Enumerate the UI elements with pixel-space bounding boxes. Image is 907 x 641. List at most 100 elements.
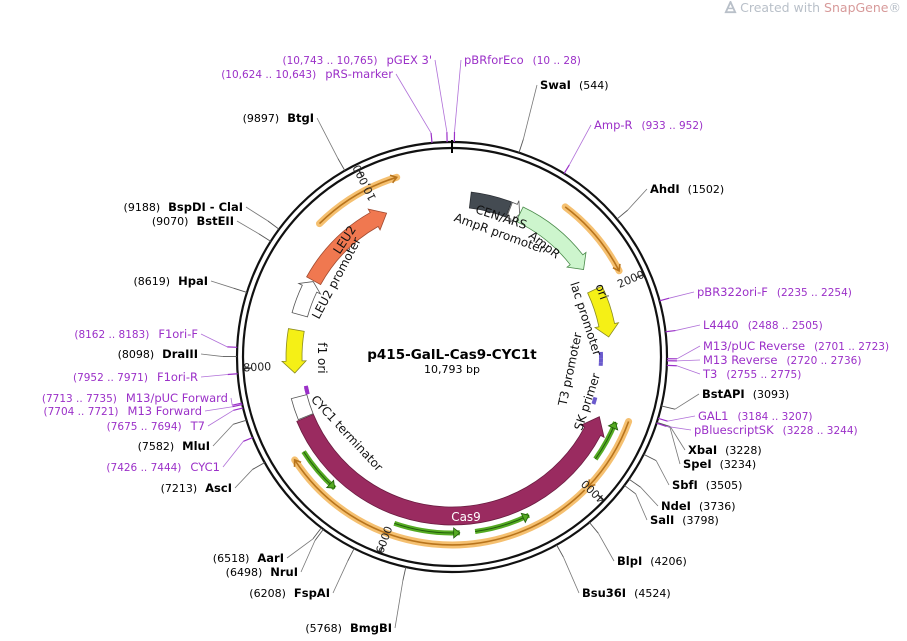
watermark-brand: SnapGene <box>824 0 888 15</box>
primer-label[interactable]: M13 Reverse(2720 .. 2736) <box>703 353 861 367</box>
primer-leader-line <box>668 416 695 421</box>
primer-range: (7426 .. 7444) <box>106 462 181 474</box>
primer-name: M13 Forward <box>128 404 202 418</box>
enzyme-label[interactable]: (7582)MluI <box>138 439 210 453</box>
enzyme-label[interactable]: Bsu36I(4524) <box>582 586 671 600</box>
enzyme-label[interactable]: (8619)HpaI <box>134 274 208 288</box>
enzyme-name: FspAI <box>294 586 330 600</box>
primer-label[interactable]: (7704 .. 7721)M13 Forward <box>44 404 202 418</box>
enzyme-position: (7213) <box>161 482 198 495</box>
enzyme-name: BlpI <box>617 554 642 568</box>
small-primer-mark <box>304 386 309 392</box>
primer-range: (10,743 .. 10,765) <box>282 55 377 67</box>
primer-label[interactable]: GAL1(3184 .. 3207) <box>698 409 813 423</box>
primer-label[interactable]: (7713 .. 7735)M13/pUC Forward <box>42 391 228 405</box>
enzyme-leader-line <box>670 427 680 464</box>
f1-ori-feature[interactable] <box>282 329 306 373</box>
enzyme-name: NruI <box>270 565 298 579</box>
enzyme-position: (3736) <box>699 500 736 513</box>
primer-leader-line <box>208 410 233 426</box>
primer-label[interactable]: (10,624 .. 10,643)pRS-marker <box>221 67 393 81</box>
primer-label[interactable]: (7426 .. 7444)CYC1 <box>106 460 220 474</box>
enzyme-site-tick <box>259 234 271 242</box>
enzyme-name: BstAPI <box>702 387 745 401</box>
primer-label[interactable]: M13/pUC Reverse(2701 .. 2723) <box>703 339 889 353</box>
enzyme-position: (4524) <box>634 587 671 600</box>
enzyme-leader-line <box>395 581 403 628</box>
primer-leader-line <box>223 441 243 467</box>
primer-label[interactable]: (7675 .. 7694) T7 <box>107 419 205 433</box>
enzyme-site-tick <box>624 485 635 493</box>
enzyme-label[interactable]: SpeI(3234) <box>683 457 756 471</box>
enzyme-name: AarI <box>257 551 284 565</box>
enzyme-label[interactable]: SalI(3798) <box>650 513 719 527</box>
enzyme-site-tick <box>661 406 675 409</box>
primer-range: (2235 .. 2254) <box>777 287 852 299</box>
enzyme-label[interactable]: SbfI (3505) <box>672 478 742 492</box>
primer-label[interactable]: Amp-R(933 .. 952) <box>594 118 703 132</box>
enzyme-position: (5768) <box>305 622 342 635</box>
primer-label[interactable]: (7952 .. 7971) F1ori-R <box>73 370 198 384</box>
enzyme-label[interactable]: (9897)BtgI <box>243 111 314 125</box>
primer-leader-line <box>231 398 232 405</box>
primer-leader-line <box>677 346 700 359</box>
enzyme-label[interactable]: NdeI(3736) <box>661 499 736 513</box>
primer-label[interactable]: pBluescriptSK(3228 .. 3244) <box>694 423 858 437</box>
enzyme-site-tick <box>644 454 656 460</box>
enzyme-label[interactable]: XbaI(3228) <box>688 443 762 457</box>
snapgene-watermark: Created with SnapGene® <box>724 0 901 15</box>
primer-label[interactable]: L4440(2488 .. 2505) <box>703 318 823 332</box>
enzyme-label[interactable]: (6498) NruI <box>226 565 298 579</box>
enzyme-site-tick <box>253 463 265 470</box>
enzyme-name: AscI <box>205 481 232 495</box>
enzyme-leader-line <box>213 424 233 446</box>
enzyme-position: (8619) <box>134 275 171 288</box>
enzyme-label[interactable]: AhdI(1502) <box>650 182 724 196</box>
enzyme-site-tick <box>338 158 345 170</box>
primer-range: (7675 .. 7694) <box>107 421 182 433</box>
primer-label[interactable]: pBRforEco(10 .. 28) <box>464 53 581 67</box>
plasmid-length: 10,793 bp <box>424 363 480 376</box>
primer-label[interactable]: T3(2755 .. 2775) <box>702 367 801 381</box>
snapgene-logo-icon <box>724 1 737 14</box>
enzyme-label[interactable]: (6518)AarI <box>213 551 284 565</box>
enzyme-position: (3505) <box>706 479 743 492</box>
primer-label[interactable]: (8162 .. 8183)F1ori-F <box>74 327 198 341</box>
enzyme-label[interactable]: (5768)BmgBI <box>305 621 392 635</box>
primer-leader-line <box>201 334 227 347</box>
enzyme-label[interactable]: (8098)DraIII <box>118 347 198 361</box>
enzyme-name: SbfI <box>672 478 698 492</box>
primer-name: GAL1 <box>698 409 729 423</box>
enzyme-position: (6498) <box>226 566 263 579</box>
watermark-prefix: Created with <box>740 0 824 15</box>
enzyme-label[interactable]: (7213) AscI <box>161 481 232 495</box>
enzyme-position: (4206) <box>650 555 687 568</box>
primer-leader-line <box>201 375 228 377</box>
enzyme-label[interactable]: BlpI (4206) <box>617 554 687 568</box>
primer-name: T7 <box>190 419 205 433</box>
enzyme-label[interactable]: (9070)BstEII <box>152 214 234 228</box>
enzyme-site-tick <box>234 288 247 292</box>
primer-label[interactable]: pBR322ori-F(2235 .. 2254) <box>697 285 852 299</box>
primer-site-tick <box>658 418 668 421</box>
primer-label[interactable]: (10,743 .. 10,765)pGEX 3' <box>282 53 432 67</box>
primer-name: F1ori-R <box>157 370 198 384</box>
primer-leader-line <box>675 325 700 331</box>
feature-label-cas9: Cas9 <box>451 510 481 524</box>
enzyme-label[interactable]: (9188)BspDI - ClaI <box>124 200 243 214</box>
primer-range: (10,624 .. 10,643) <box>221 69 316 81</box>
enzyme-leader-line <box>201 354 223 357</box>
enzyme-label[interactable]: SwaI(544) <box>540 78 609 92</box>
primer-name: T3 <box>702 367 717 381</box>
enzyme-label[interactable]: BstAPI(3093) <box>702 387 789 401</box>
enzyme-label[interactable]: (6208)FspAI <box>249 586 330 600</box>
primer-site-tick <box>666 331 676 332</box>
enzyme-position: (9188) <box>124 201 161 214</box>
small-primer-mark <box>599 359 603 363</box>
enzyme-site-tick <box>617 210 628 219</box>
primer-range: (7952 .. 7971) <box>73 372 148 384</box>
primer-site-tick <box>660 298 670 301</box>
enzyme-leader-line <box>523 85 537 139</box>
enzyme-site-tick <box>589 522 598 533</box>
